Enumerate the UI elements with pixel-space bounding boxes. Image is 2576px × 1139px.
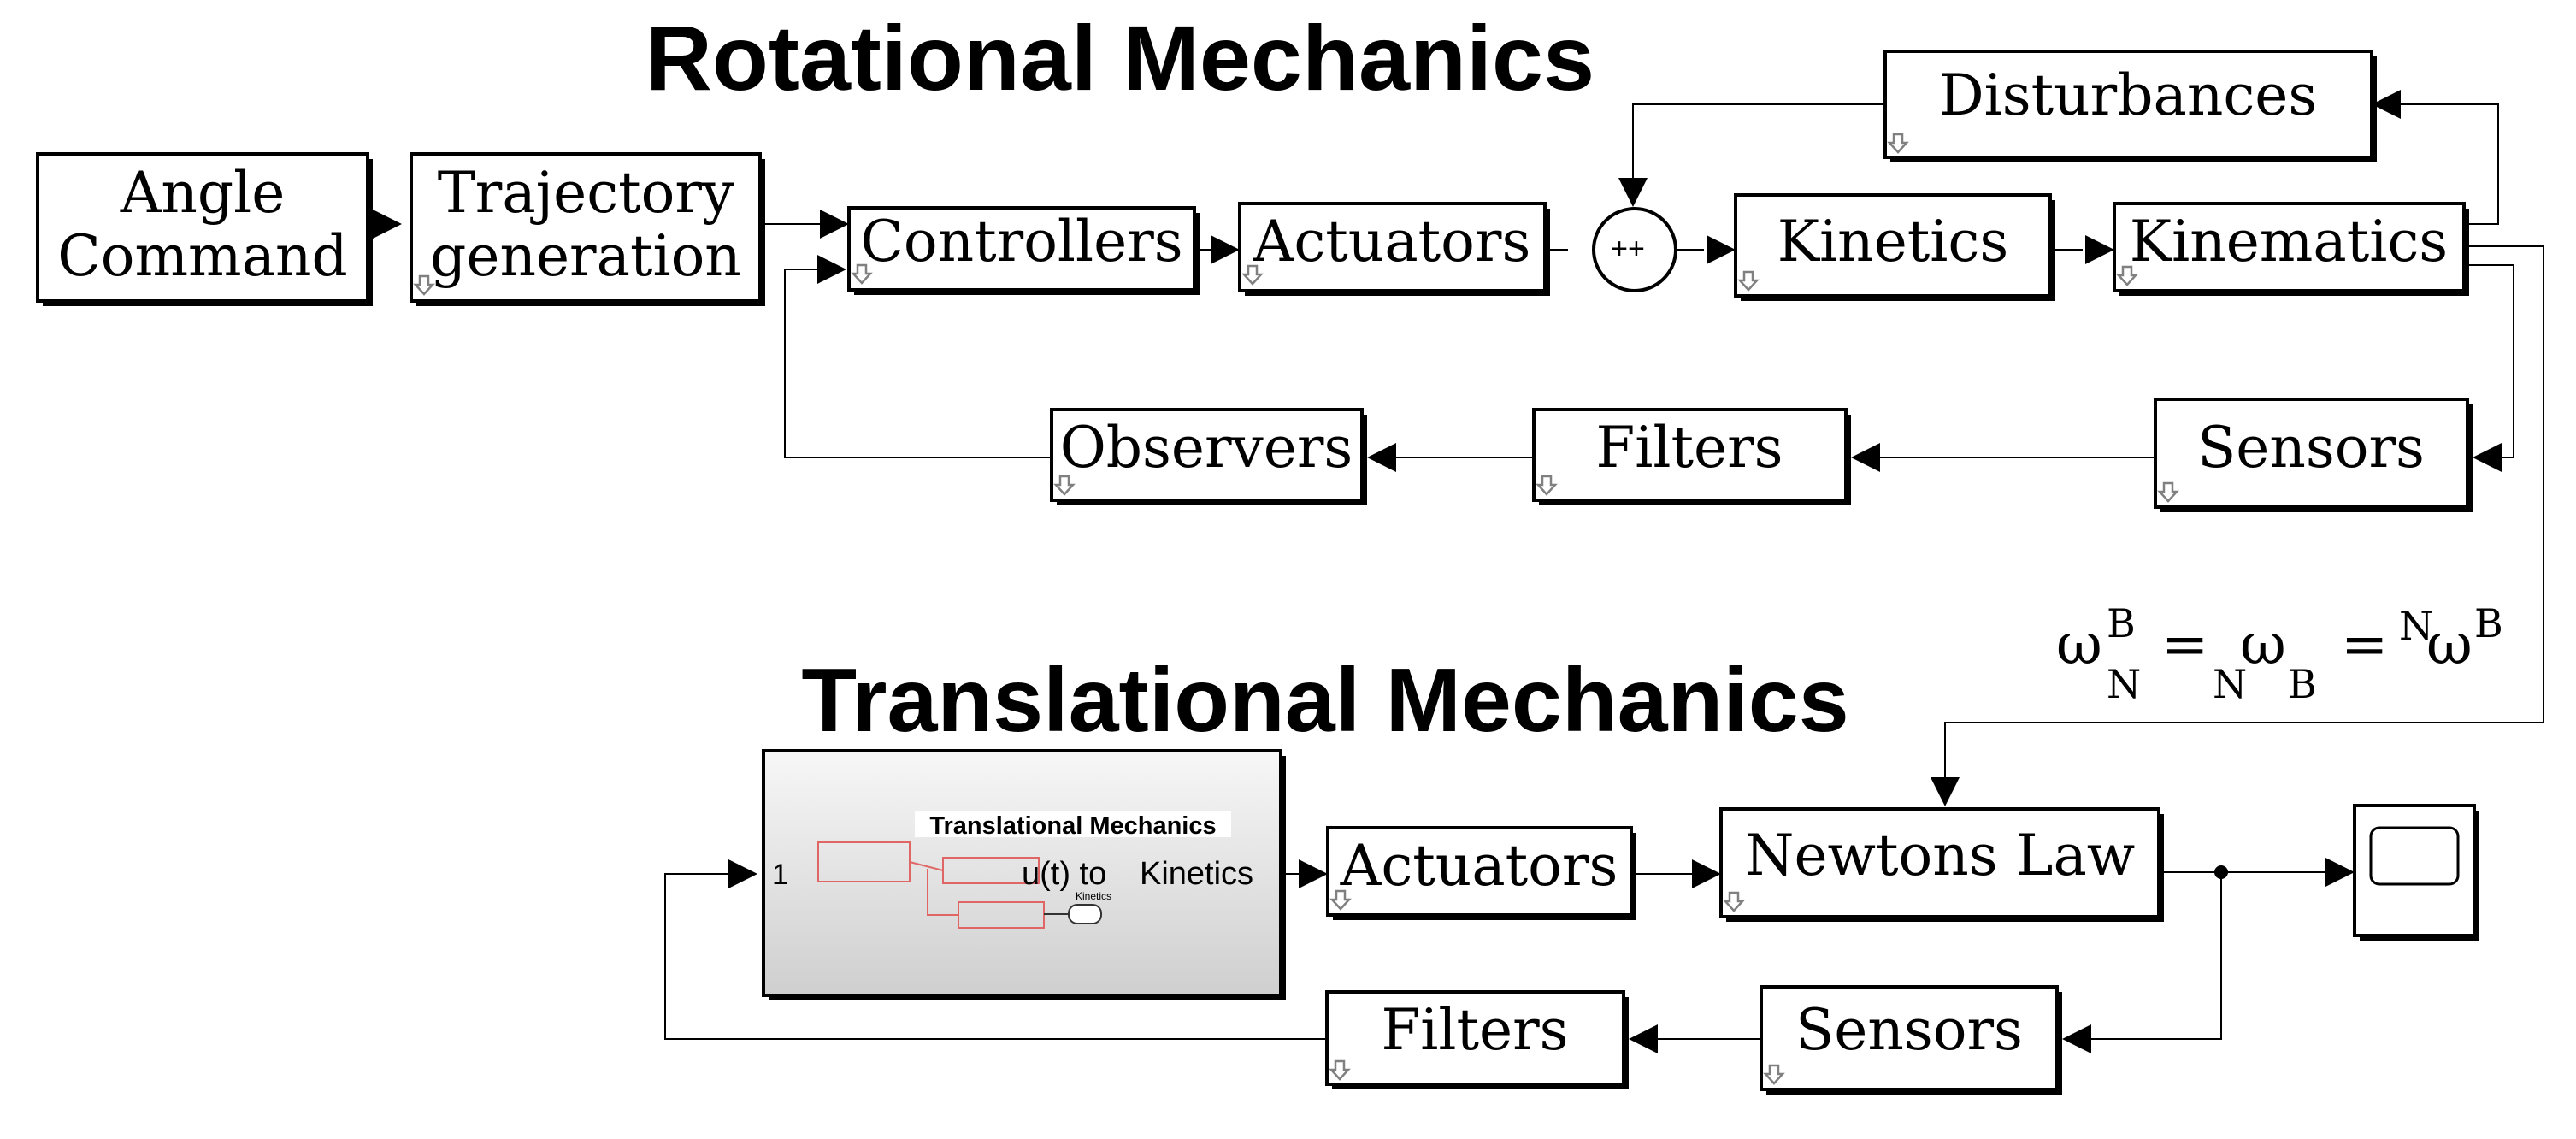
controllers-label: Controllers bbox=[860, 209, 1182, 274]
controllers-block[interactable]: Controllers bbox=[847, 206, 1200, 295]
subsystem-inport-number: 1 bbox=[772, 859, 788, 891]
block-corner-arrow-icon bbox=[1887, 133, 1909, 154]
block-corner-arrow-icon bbox=[2157, 481, 2179, 503]
sum-junction-signs: ++ bbox=[1611, 233, 1645, 265]
trajectory-generation-label-line1: Trajectory bbox=[438, 160, 734, 226]
block-corner-arrow-icon bbox=[1763, 1064, 1785, 1085]
kinematics-label: Kinematics bbox=[2130, 209, 2448, 274]
rotational-sensors-label: Sensors bbox=[2197, 415, 2425, 481]
translational-sensors-label: Sensors bbox=[1795, 997, 2023, 1063]
eq-omega-2: ω bbox=[2240, 611, 2286, 677]
block-corner-arrow-icon bbox=[1053, 475, 1076, 496]
angular-velocity-equation: ω B N = N ω B = N ω B bbox=[2056, 600, 2503, 707]
translational-filters-label: Filters bbox=[1381, 997, 1568, 1063]
eq-sub-n-1: N bbox=[2107, 661, 2141, 707]
subsystem-tiny-label: Kinetics bbox=[1076, 890, 1111, 902]
rotational-actuators-block[interactable]: Actuators bbox=[1238, 202, 1550, 296]
block-corner-arrow-icon bbox=[1737, 270, 1760, 292]
block-corner-arrow-icon bbox=[1329, 1059, 1351, 1081]
rotational-filters-label: Filters bbox=[1595, 415, 1783, 481]
translational-wires bbox=[664, 865, 2325, 1040]
translational-actuators-label: Actuators bbox=[1340, 833, 1618, 899]
block-corner-arrow-icon bbox=[413, 274, 435, 296]
eq-equals-2: = bbox=[2341, 611, 2388, 677]
observers-block[interactable]: Observers bbox=[1050, 408, 1367, 505]
block-corner-arrow-icon bbox=[1536, 475, 1558, 496]
eq-sup-b-3: B bbox=[2474, 600, 2503, 646]
angle-command-block[interactable]: Angle Command bbox=[36, 152, 373, 306]
scope-block[interactable] bbox=[2353, 804, 2479, 941]
translational-sensors-block[interactable]: Sensors bbox=[1760, 985, 2062, 1095]
rotational-filters-block[interactable]: Filters bbox=[1532, 408, 1851, 505]
rotational-sensors-block[interactable]: Sensors bbox=[2154, 398, 2473, 512]
newtons-law-label: Newtons Law bbox=[1745, 823, 2136, 888]
subsystem-title: Translational Mechanics bbox=[929, 812, 1216, 840]
block-corner-arrow-icon bbox=[1241, 264, 1264, 286]
subsystem-inner-preview: Kinetics bbox=[817, 841, 1111, 929]
eq-sup-n-3: N bbox=[2399, 603, 2433, 649]
block-corner-arrow-icon bbox=[1723, 891, 1745, 912]
subsystem-ut-label: u(t) to bbox=[1022, 856, 1106, 892]
subsystem-kinetics-label: Kinetics bbox=[1140, 856, 1253, 892]
sum-junction[interactable]: ++ bbox=[1592, 207, 1677, 292]
eq-omega-3: ω bbox=[2426, 611, 2473, 677]
trajectory-generation-block[interactable]: Trajectory generation bbox=[410, 152, 765, 306]
kinematics-block[interactable]: Kinematics bbox=[2113, 202, 2469, 296]
disturbances-label: Disturbances bbox=[1939, 62, 2317, 128]
scope-display-icon bbox=[2369, 826, 2460, 886]
eq-sub-b-2: B bbox=[2288, 661, 2317, 707]
trajectory-generation-label-line2: generation bbox=[430, 223, 741, 289]
angle-command-label-line1: Angle bbox=[120, 160, 286, 226]
arrowheads bbox=[373, 90, 2502, 1053]
translational-filters-block[interactable]: Filters bbox=[1325, 990, 1629, 1089]
translational-heading: Translational Mechanics bbox=[801, 650, 1848, 751]
rotational-actuators-label: Actuators bbox=[1253, 209, 1531, 274]
eq-equals-1: = bbox=[2161, 611, 2208, 677]
block-corner-arrow-icon bbox=[2116, 265, 2138, 286]
eq-sub-n-2: N bbox=[2213, 661, 2247, 707]
newtons-law-block[interactable]: Newtons Law bbox=[1719, 807, 2164, 922]
eq-omega-1: ω bbox=[2056, 611, 2102, 677]
rotational-wires bbox=[765, 103, 2544, 780]
rotational-heading: Rotational Mechanics bbox=[645, 6, 1595, 109]
translational-mechanics-subsystem[interactable]: Translational Mechanics 1 Kinetics u(t) … bbox=[762, 749, 1286, 1000]
kinetics-label: Kinetics bbox=[1777, 209, 2008, 274]
eq-sup-b-1: B bbox=[2107, 600, 2136, 646]
block-corner-arrow-icon bbox=[1329, 889, 1352, 911]
translational-actuators-block[interactable]: Actuators bbox=[1326, 826, 1636, 920]
kinetics-block[interactable]: Kinetics bbox=[1734, 193, 2055, 301]
disturbances-block[interactable]: Disturbances bbox=[1883, 50, 2377, 162]
observers-label: Observers bbox=[1060, 415, 1353, 481]
angle-command-label-line2: Command bbox=[57, 223, 348, 289]
block-corner-arrow-icon bbox=[851, 263, 873, 285]
